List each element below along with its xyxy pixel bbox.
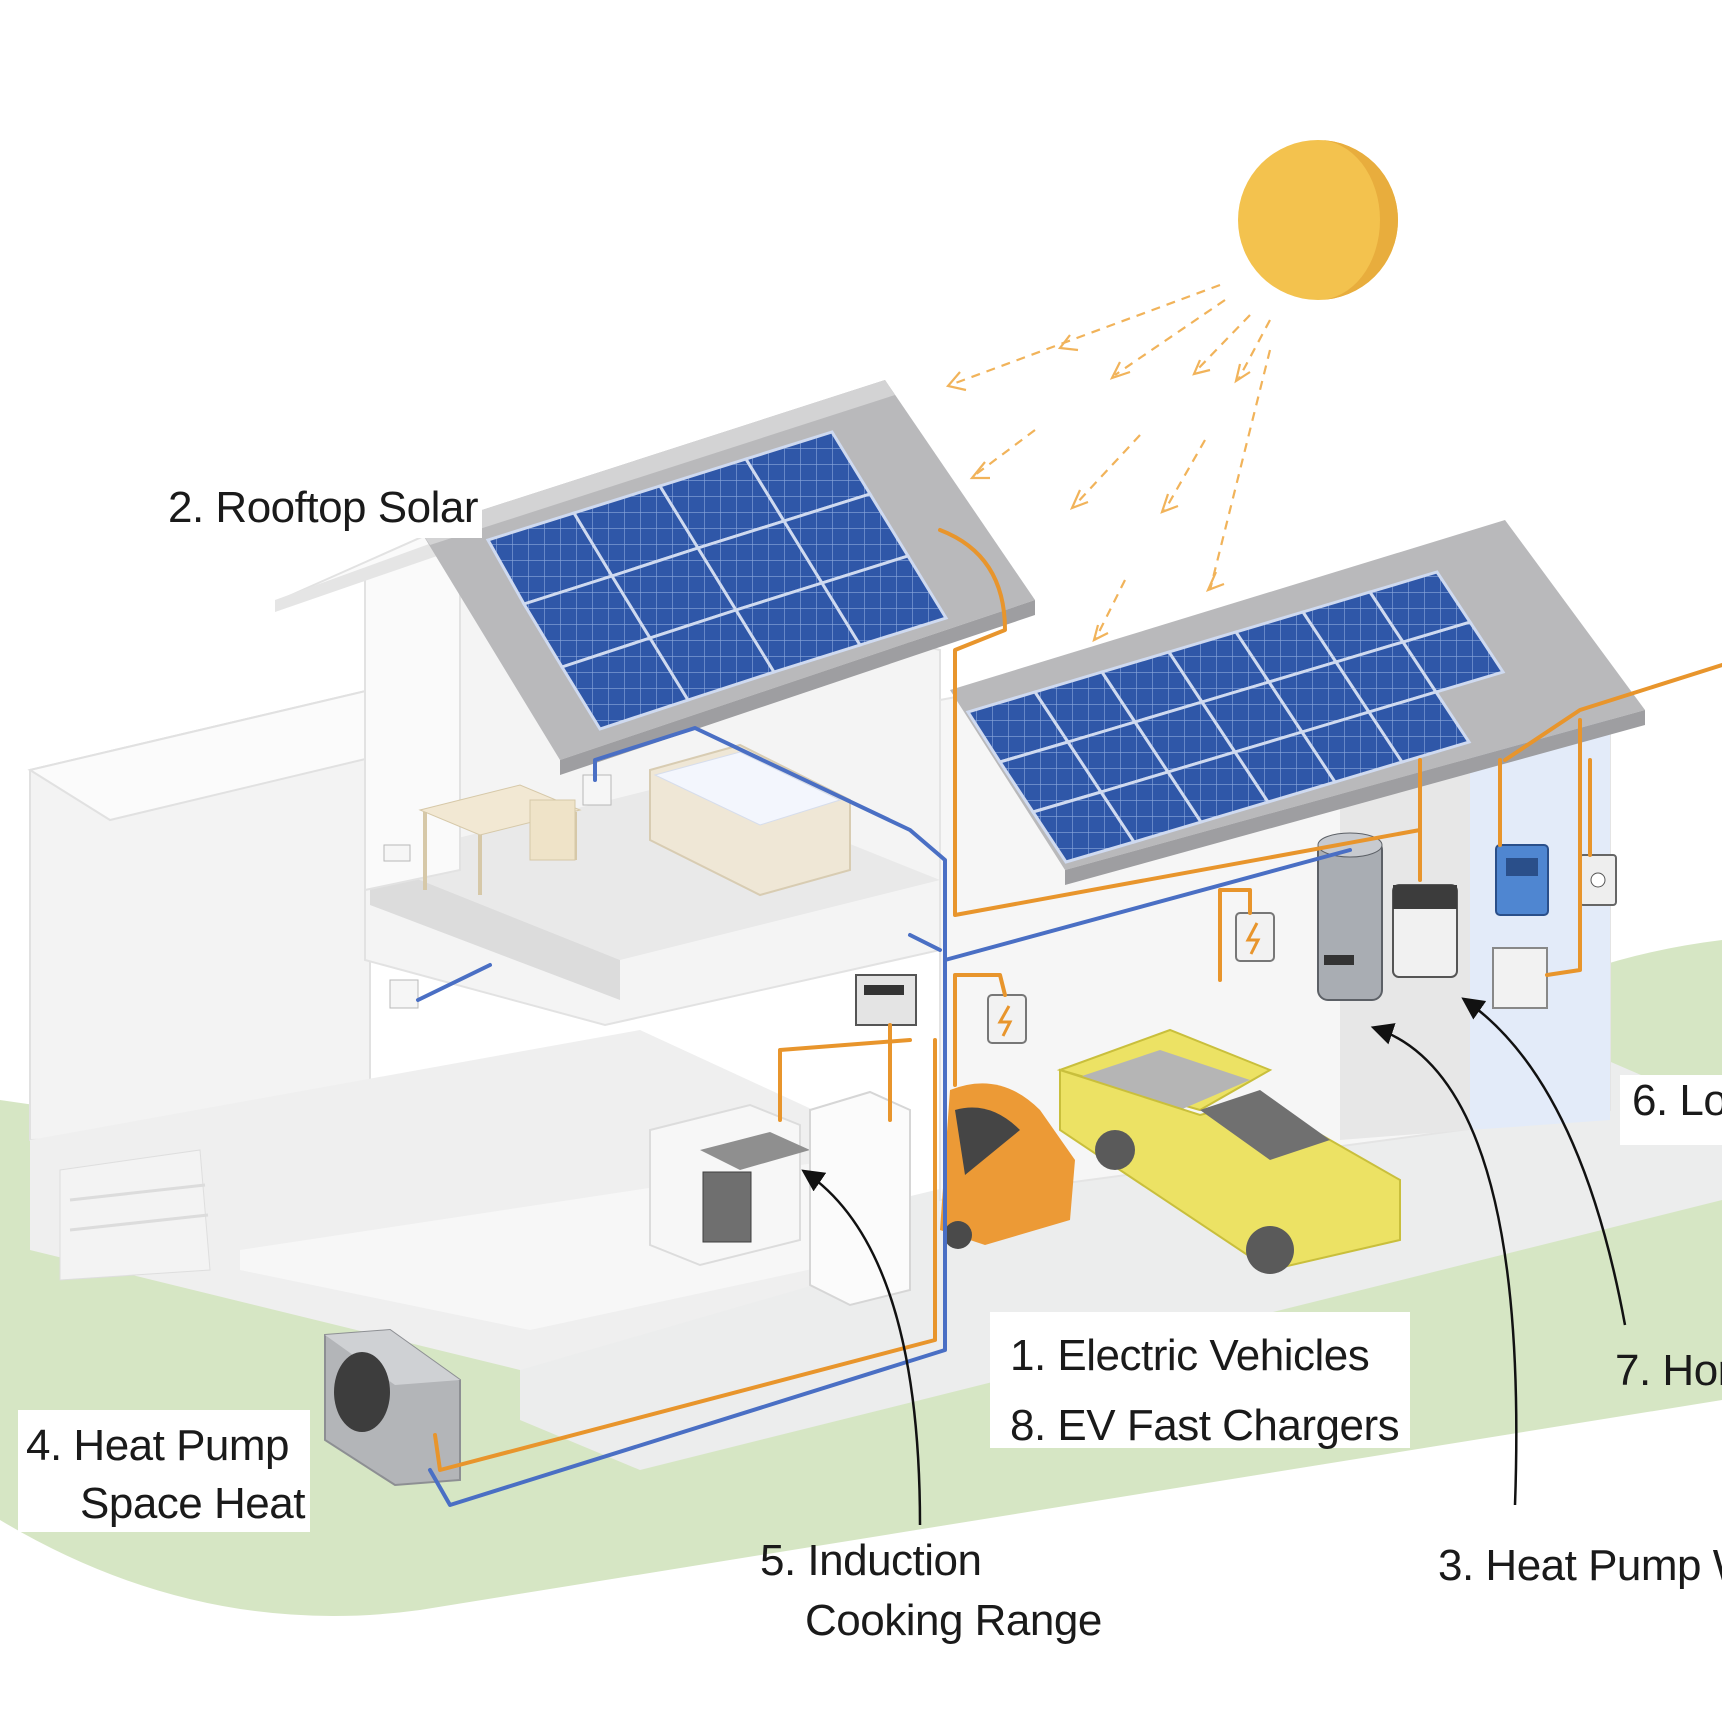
rooftop-solar-panels-garage [965, 570, 1506, 864]
heat-pump-water-heater [1317, 832, 1383, 1001]
label-heat-pump-line2: Space Heat [80, 1479, 305, 1528]
hvac-lines [416, 726, 1352, 1507]
electric-car [940, 1083, 1075, 1249]
bedroom-furniture [383, 743, 851, 1009]
ev-charger-2 [1235, 912, 1275, 962]
electric-pickup-truck [1056, 1028, 1401, 1274]
rooftop-solar-panels-main [485, 430, 949, 731]
label-induction-line2: Cooking Range [805, 1596, 1102, 1645]
heat-pump-outdoor-unit [324, 1328, 461, 1487]
driveway [520, 1040, 1722, 1470]
label-ev-fast-chargers: 8. EV Fast Chargers [1010, 1401, 1399, 1450]
home-battery [1392, 884, 1458, 978]
label-bg-heat-pump [18, 1410, 310, 1532]
sunlight-rays [949, 283, 1272, 641]
label-heat-pump-water: 3. Heat Pump W [1438, 1541, 1722, 1590]
ray-arrowheads [945, 334, 1251, 643]
sun [1238, 140, 1398, 300]
label-bg-ev [990, 1312, 1410, 1448]
kitchen [649, 974, 917, 1307]
electrical-wiring [433, 528, 1722, 1472]
label-bg-load [1620, 1075, 1722, 1145]
label-electric-vehicles: 1. Electric Vehicles [1010, 1331, 1369, 1380]
ev-charger-1 [987, 994, 1027, 1044]
callout-arrows [801, 997, 1627, 1526]
arrow-home-battery [1461, 997, 1627, 1326]
label-rooftop-solar: 2. Rooftop Solar [168, 483, 478, 532]
inverter-meter [1492, 844, 1617, 1009]
label-bg-rooftop-solar [160, 470, 482, 538]
arrow-heat-pump-water [1370, 1023, 1518, 1506]
label-load-panel: 6. Lo [1632, 1076, 1722, 1125]
label-heat-pump-line1: 4. Heat Pump [26, 1421, 289, 1470]
arrow-induction [801, 1169, 922, 1526]
label-home-battery: 7. Hor [1615, 1346, 1722, 1395]
label-induction-line1: 5. Induction [760, 1536, 982, 1585]
